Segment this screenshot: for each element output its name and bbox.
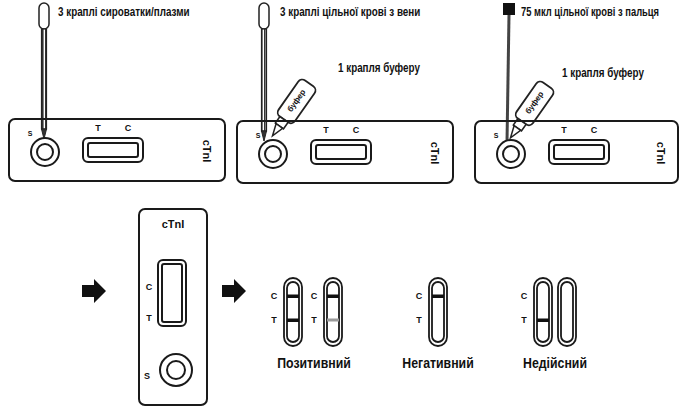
cassette-marking: C <box>521 292 528 301</box>
cassette-marking: C <box>353 126 360 135</box>
test-cassette: T CcTnI S <box>8 118 226 182</box>
result-capsule-inner <box>537 282 549 342</box>
cassette-marking: cTnI <box>655 142 666 165</box>
cassette-marking: T <box>521 316 527 325</box>
cassette-marking: C <box>271 292 278 301</box>
cassette-marking: T <box>323 126 329 135</box>
result-capsule-inner <box>327 282 339 342</box>
result-caption: Позитивний <box>277 355 351 370</box>
result-capsule <box>324 278 342 346</box>
cassette-marking: T <box>95 124 101 133</box>
test-cassette: cTnI C T S <box>138 208 208 406</box>
test-line <box>287 319 299 323</box>
test-cassette: T CcTnI S <box>474 120 679 184</box>
dropper-tube <box>42 29 47 129</box>
result-caption: Негативний <box>402 355 473 370</box>
cassette-marking: T <box>311 316 317 325</box>
instruction-label: 1 крапля буферу <box>338 62 420 74</box>
cassette-marking: S <box>28 130 33 137</box>
bottle-nozzle <box>507 126 520 140</box>
cassette-marking: C <box>125 124 132 133</box>
dropper-bulb <box>259 3 269 29</box>
instruction-label: 3 краплі цільної крові з вени <box>280 6 420 18</box>
dropper-bulb <box>39 3 49 29</box>
control-line <box>287 295 299 299</box>
result-window-inner <box>554 145 604 159</box>
result-window <box>158 260 186 326</box>
result-window: CT <box>268 278 304 348</box>
result-capsule <box>558 278 576 346</box>
cassette-marking: C <box>311 292 318 301</box>
result-window <box>83 138 143 162</box>
test-line-faint <box>327 319 339 322</box>
dropper-tip <box>262 131 267 141</box>
result-capsule <box>429 278 447 346</box>
result-capsule <box>284 278 302 346</box>
result-capsule <box>534 278 552 346</box>
step-arrow <box>82 279 106 303</box>
result-capsule-inner <box>287 282 299 342</box>
result-capsules <box>284 278 576 346</box>
result-window <box>311 140 371 164</box>
cassette-marking: T <box>146 314 152 323</box>
result-window: CT <box>308 278 344 348</box>
sample-well <box>497 140 525 168</box>
cassette-marking: cTnI <box>201 140 212 163</box>
test-line <box>537 319 549 323</box>
cassette-marking: T <box>561 126 567 135</box>
dropper-tube <box>262 29 267 131</box>
sample-well-inner <box>37 144 53 160</box>
instruction-label: 1 крапля буферу <box>562 67 644 79</box>
cassette-marking: C <box>146 283 153 292</box>
control-line <box>327 295 339 299</box>
result-capsule-inner <box>561 282 573 342</box>
sample-well-inner <box>265 146 281 162</box>
control-line <box>432 295 444 299</box>
cassette-marking: C <box>416 292 423 301</box>
buffer-bottle <box>502 80 555 144</box>
capillary-tube <box>507 15 509 142</box>
sample-well-inner <box>503 146 519 162</box>
cassette-marking: C <box>591 126 598 135</box>
test-cassette: T CcTnI S <box>236 120 454 184</box>
result-window-inner <box>162 264 182 322</box>
result-window: CT <box>518 278 554 348</box>
cassette-marking: S <box>144 372 150 381</box>
result-capsule-inner <box>432 282 444 342</box>
cassette-marking: cTnI <box>429 142 440 165</box>
instruction-label: 75 мкл цільної крові з пальця <box>521 6 659 18</box>
cassette-marking: cTnI <box>162 219 185 230</box>
cassette-marking: T <box>416 316 422 325</box>
cassette-marking: S <box>494 132 499 139</box>
result-window-inner <box>316 145 366 159</box>
sample-well-inner <box>167 361 185 379</box>
sample-well <box>259 140 287 168</box>
result-window <box>549 140 609 164</box>
buffer-bottle <box>264 78 317 142</box>
instruction-label: 3 краплі сироватки/плазми <box>58 6 190 18</box>
cassette-marking: T <box>271 316 277 325</box>
step-arrow <box>222 279 246 303</box>
result-caption: Недійсний <box>523 355 587 370</box>
capillary-cap <box>503 3 515 15</box>
result-window: CT <box>413 278 449 348</box>
sample-well <box>160 354 192 386</box>
result-window-inner <box>88 143 138 157</box>
cassette-marking: S <box>256 132 261 139</box>
sample-well <box>31 138 59 166</box>
bottle-nozzle <box>269 124 282 138</box>
cassette-parts <box>31 138 609 386</box>
